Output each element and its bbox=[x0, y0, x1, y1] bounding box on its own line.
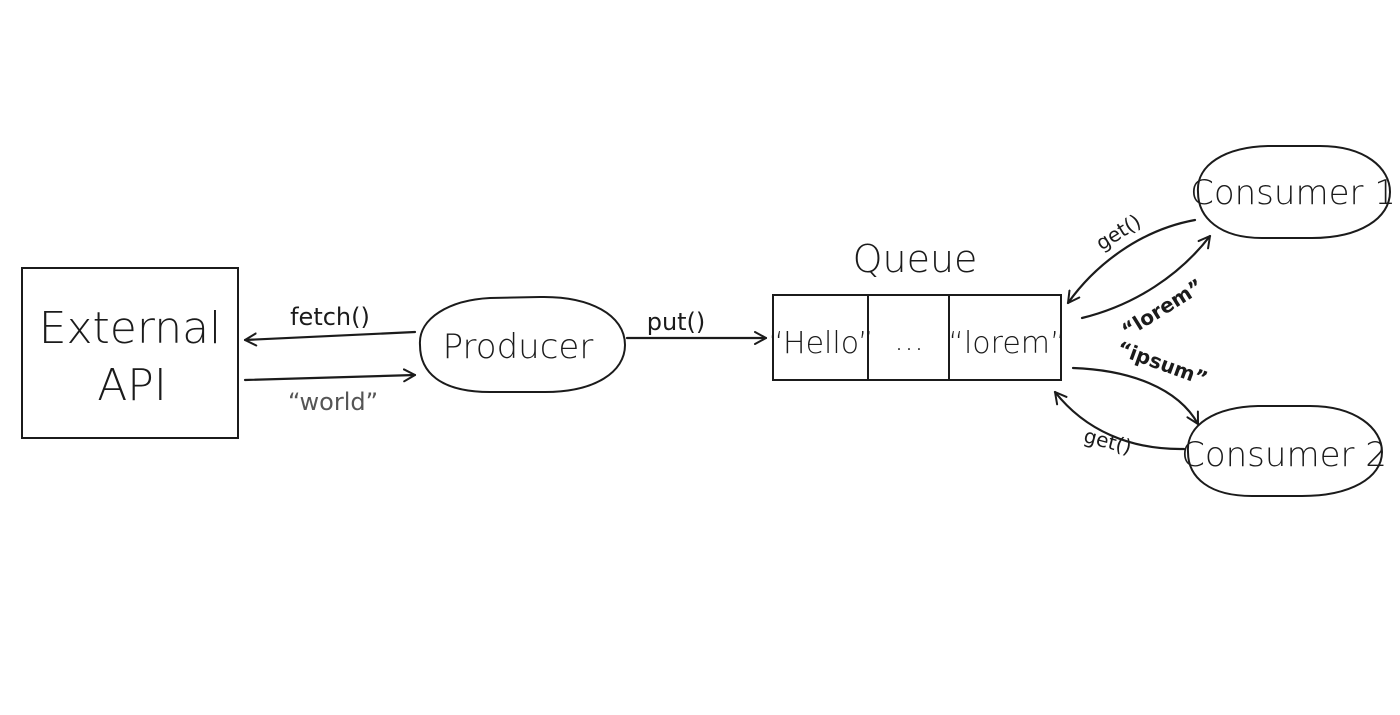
world-arrow bbox=[243, 368, 417, 383]
consumer1-label: Consumer 1 bbox=[1190, 173, 1396, 213]
queue-cell-ellipsis: … bbox=[894, 323, 924, 358]
ipsum-arrow bbox=[1071, 366, 1200, 426]
consumer2-ellipse bbox=[1186, 405, 1384, 497]
external-api-node: External API bbox=[21, 267, 239, 439]
lorem-arrow bbox=[1080, 234, 1212, 320]
fetch-arrow bbox=[243, 330, 417, 347]
consumer1-ellipse bbox=[1196, 145, 1392, 239]
put-edge: put() bbox=[625, 308, 768, 345]
queue-node: Queue “Hello” … “lorem” bbox=[768, 237, 1066, 381]
get1-label: get() bbox=[1091, 209, 1145, 255]
external-api-label-line1: External bbox=[39, 303, 222, 354]
fetch-edge: fetch() bbox=[243, 303, 417, 347]
get2-label: get() bbox=[1081, 423, 1134, 459]
producer-label: Producer bbox=[443, 327, 594, 367]
producer-ellipse bbox=[418, 295, 627, 393]
world-label: “world” bbox=[288, 388, 378, 416]
consumer2-label: Consumer 2 bbox=[1181, 435, 1387, 475]
world-edge: “world” bbox=[243, 368, 417, 416]
producer-node: Producer bbox=[418, 295, 627, 393]
consumer1-node: Consumer 1 bbox=[1190, 145, 1396, 239]
get2-arrow bbox=[1053, 390, 1186, 451]
consumer2-node: Consumer 2 bbox=[1181, 405, 1387, 497]
ipsum-label: “ipsum” bbox=[1114, 336, 1211, 391]
queue-title: Queue bbox=[853, 237, 978, 281]
put-label: put() bbox=[647, 308, 706, 336]
queue-cell-hello: “Hello” bbox=[768, 326, 873, 361]
external-api-label-line2: API bbox=[97, 360, 167, 411]
lorem-label: “lorem” bbox=[1117, 274, 1207, 343]
fetch-label: fetch() bbox=[290, 303, 370, 331]
ipsum-edge: “ipsum” bbox=[1071, 336, 1211, 426]
queue-box bbox=[772, 294, 1062, 381]
external-api-box bbox=[21, 267, 239, 439]
queue-cell-lorem: “lorem” bbox=[948, 326, 1065, 361]
get2-edge: get() bbox=[1053, 390, 1186, 459]
get1-arrow bbox=[1066, 218, 1197, 305]
